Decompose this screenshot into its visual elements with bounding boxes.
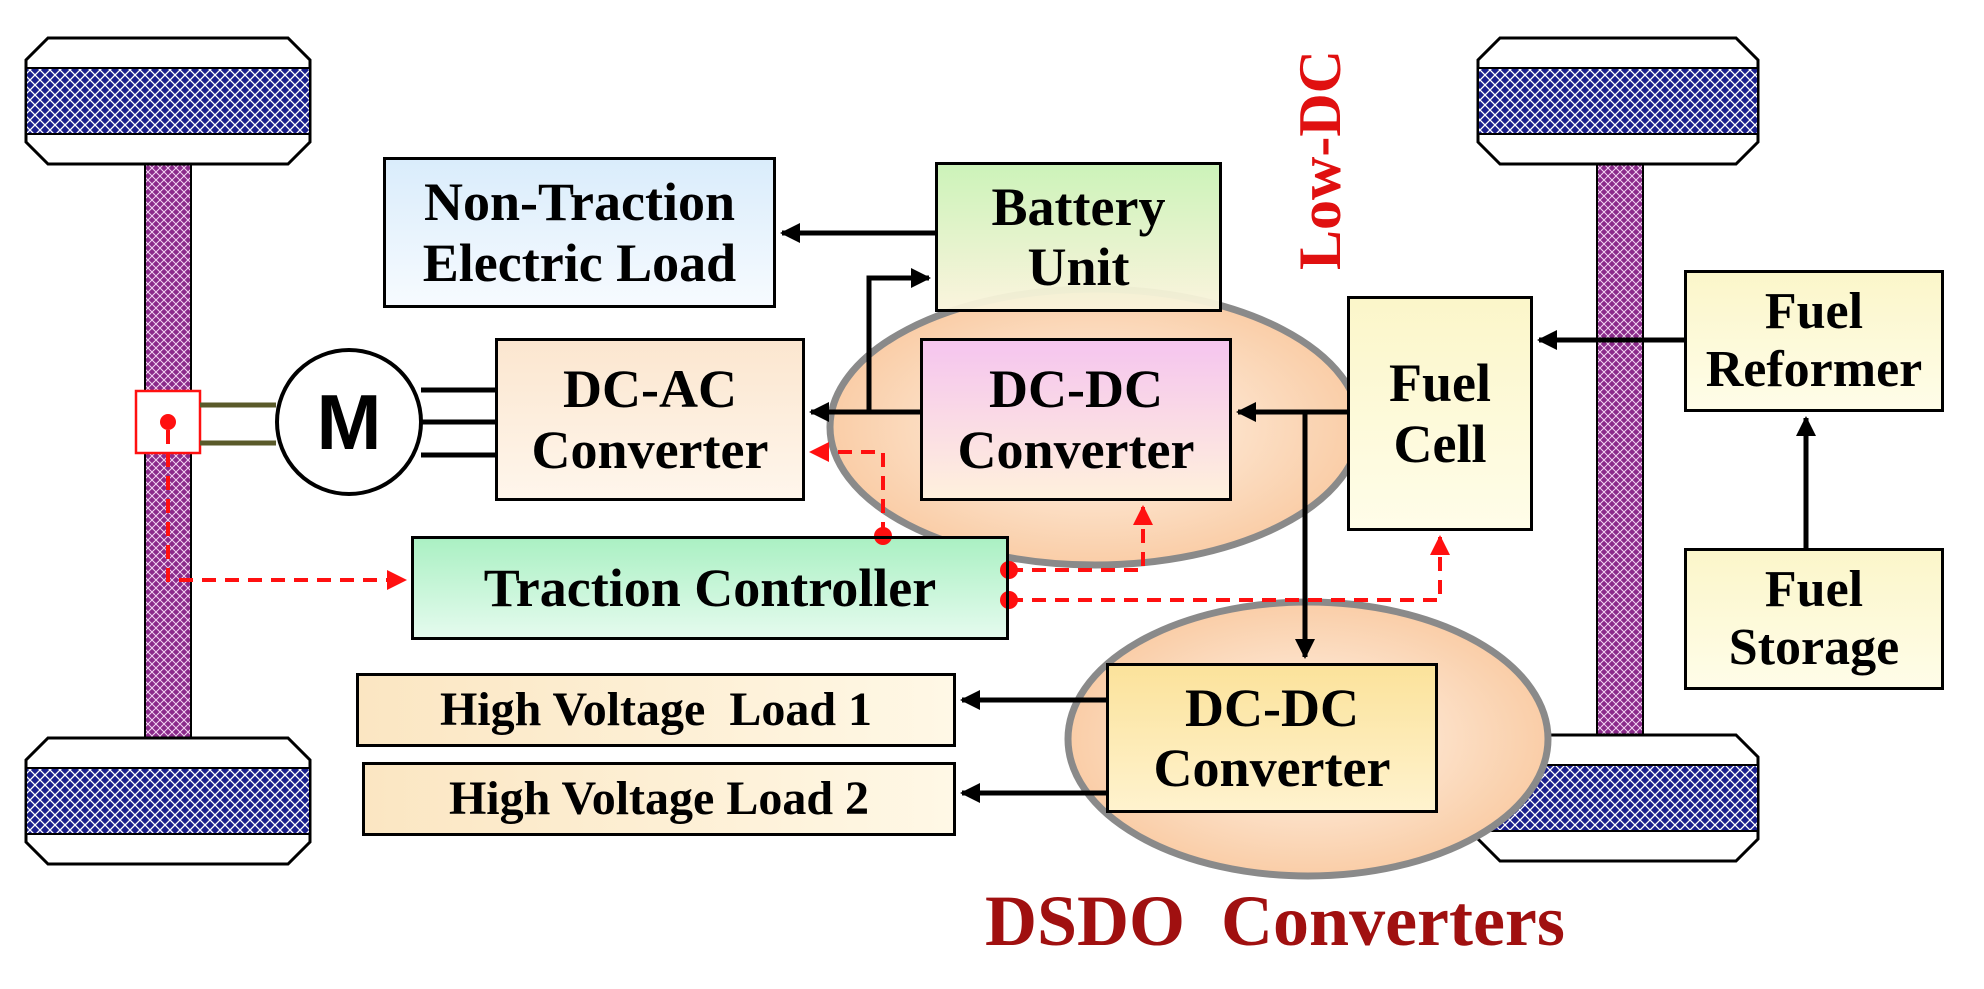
dc-ac-converter-label: DC-AC Converter <box>531 359 769 480</box>
fuel-reformer-label: Fuel Reformer <box>1705 282 1923 398</box>
battery-unit: Battery Unit <box>935 162 1222 312</box>
dsdo-converters-label: DSDO Converters <box>985 881 1565 961</box>
rear-axle <box>1596 157 1644 741</box>
fuel-cell: Fuel Cell <box>1347 296 1533 531</box>
signal-junctions <box>874 527 1018 609</box>
battery-unit-label: Battery Unit <box>991 176 1166 297</box>
non-traction-load-label: Non-Traction Electric Load <box>422 172 737 293</box>
power-flow-lines <box>421 223 1816 803</box>
arrow-to-battery <box>866 268 931 412</box>
high-voltage-load-2: High Voltage Load 2 <box>362 762 956 836</box>
signal-speed-to-controller <box>166 430 407 590</box>
fuel-cell-label: Fuel Cell <box>1389 353 1491 474</box>
low-dc-label: Low-DC <box>1286 50 1353 270</box>
dc-ac-converter: DC-AC Converter <box>495 338 805 501</box>
non-traction-electric-load: Non-Traction Electric Load <box>383 157 776 308</box>
fuel-reformer: Fuel Reformer <box>1684 270 1944 412</box>
traction-controller-label: Traction Controller <box>483 557 937 618</box>
traction-controller: Traction Controller <box>411 536 1009 640</box>
signal-to-fuel-cell <box>1009 535 1450 602</box>
control-signal-lines <box>166 430 1450 602</box>
motor-label: M <box>316 377 382 466</box>
fuel-storage-label: Fuel Storage <box>1728 560 1900 676</box>
dc-dc-converter-low: DC-DC Converter <box>920 338 1232 501</box>
dc-dc-converter-high: DC-DC Converter <box>1106 663 1438 813</box>
high-voltage-load-1-label: High Voltage Load 1 <box>439 683 873 737</box>
high-voltage-load-1: High Voltage Load 1 <box>356 673 956 747</box>
signal-to-dcac <box>809 442 885 536</box>
fuel-storage: Fuel Storage <box>1684 548 1944 690</box>
motor-shaft <box>200 402 276 446</box>
front-axle-assembly <box>24 36 312 866</box>
dc-dc-converter-low-label: DC-DC Converter <box>957 359 1195 480</box>
dc-dc-converter-high-label: DC-DC Converter <box>1153 677 1391 798</box>
high-voltage-load-2-label: High Voltage Load 2 <box>448 772 870 826</box>
